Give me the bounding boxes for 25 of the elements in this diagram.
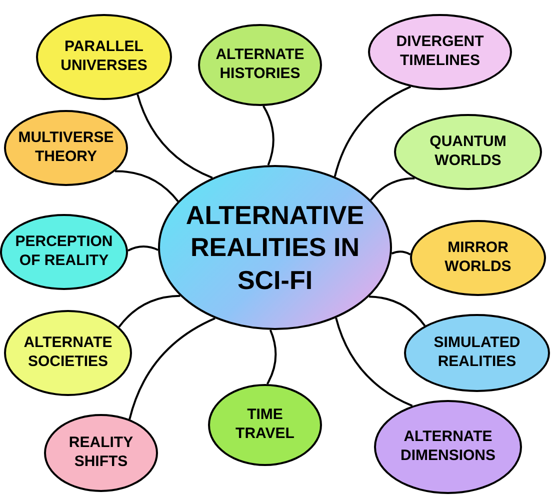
connector-line: [370, 177, 415, 201]
topic-label: QUANTUM WORLDS: [428, 133, 508, 171]
topic-label: PERCEPTION OF REALITY: [14, 233, 114, 271]
topic-label: MULTIVERSE THEORY: [18, 129, 114, 167]
connector-line: [335, 318, 413, 407]
connector-line: [391, 250, 411, 256]
connector-line: [128, 246, 158, 252]
topic-label: ALTERNATE DIMENSIONS: [399, 428, 496, 466]
connector-line: [266, 330, 277, 384]
topic-label: SIMULATED REALITIES: [432, 334, 522, 372]
connector-line: [136, 94, 213, 179]
topic-label: PARALLEL UNIVERSES: [60, 38, 148, 76]
connector-line: [368, 296, 426, 326]
topic-label: DIVERGENT TIMELINES: [395, 33, 485, 71]
connector-line: [114, 170, 179, 202]
connector-line: [128, 317, 216, 420]
topic-label: REALITY SHIFTS: [68, 434, 134, 472]
topic-label: TIME TRAVEL: [234, 406, 296, 444]
connector-line: [262, 105, 274, 166]
topic-label: ALTERNATE SOCIETIES: [22, 334, 114, 372]
connector-line: [334, 86, 412, 177]
topic-label: ALTERNATE HISTORIES: [214, 46, 306, 84]
central-title: ALTERNATIVE REALITIES IN SCI-FI: [184, 198, 366, 296]
topic-label: MIRROR WORLDS: [444, 239, 512, 277]
connector-line: [118, 294, 180, 328]
